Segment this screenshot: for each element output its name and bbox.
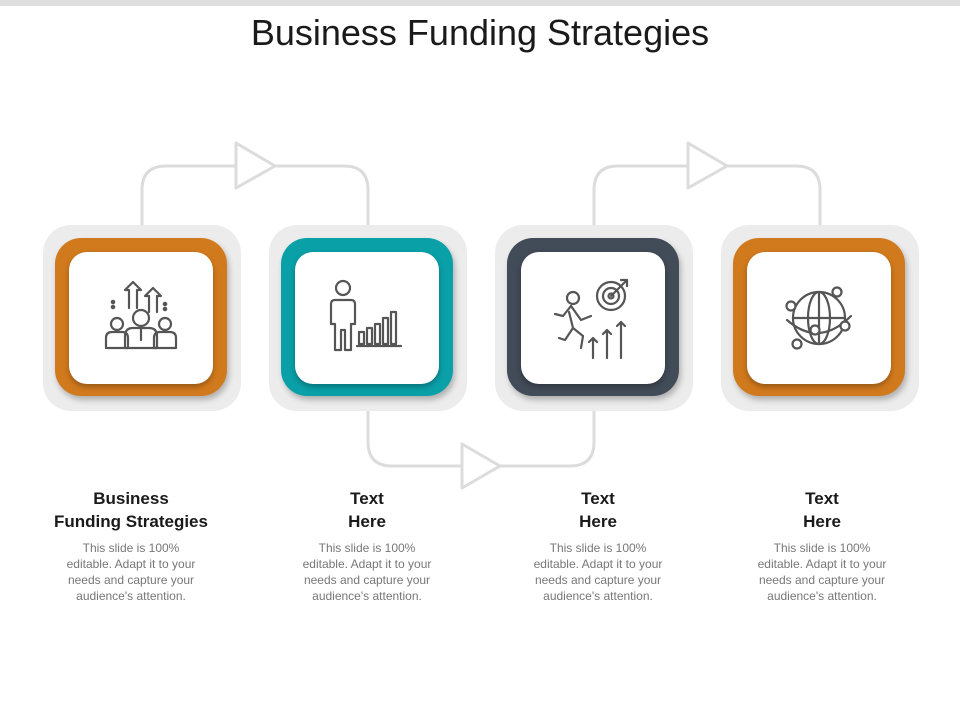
person-chart-icon — [329, 279, 403, 352]
step-4-tile — [747, 252, 891, 384]
step-1-description: This slide is 100%editable. Adapt it to … — [66, 541, 196, 603]
globe-network-icon — [785, 286, 853, 350]
top-accent-bar — [0, 0, 960, 6]
arrow-head-3 — [686, 141, 729, 190]
team-growth-icon — [104, 280, 178, 350]
step-1-tile — [69, 252, 213, 384]
runner-target-icon — [553, 278, 629, 360]
arrow-head-2 — [460, 442, 502, 490]
arrow-head-1 — [234, 141, 277, 190]
step-2-tile — [295, 252, 439, 384]
step-3-description: This slide is 100%editable. Adapt it to … — [533, 541, 663, 603]
step-3-tile — [521, 252, 665, 384]
step-2-description: This slide is 100%editable. Adapt it to … — [302, 541, 432, 603]
step-4-description: This slide is 100%editable. Adapt it to … — [757, 541, 887, 603]
page-title: Business Funding Strategies — [250, 12, 710, 53]
